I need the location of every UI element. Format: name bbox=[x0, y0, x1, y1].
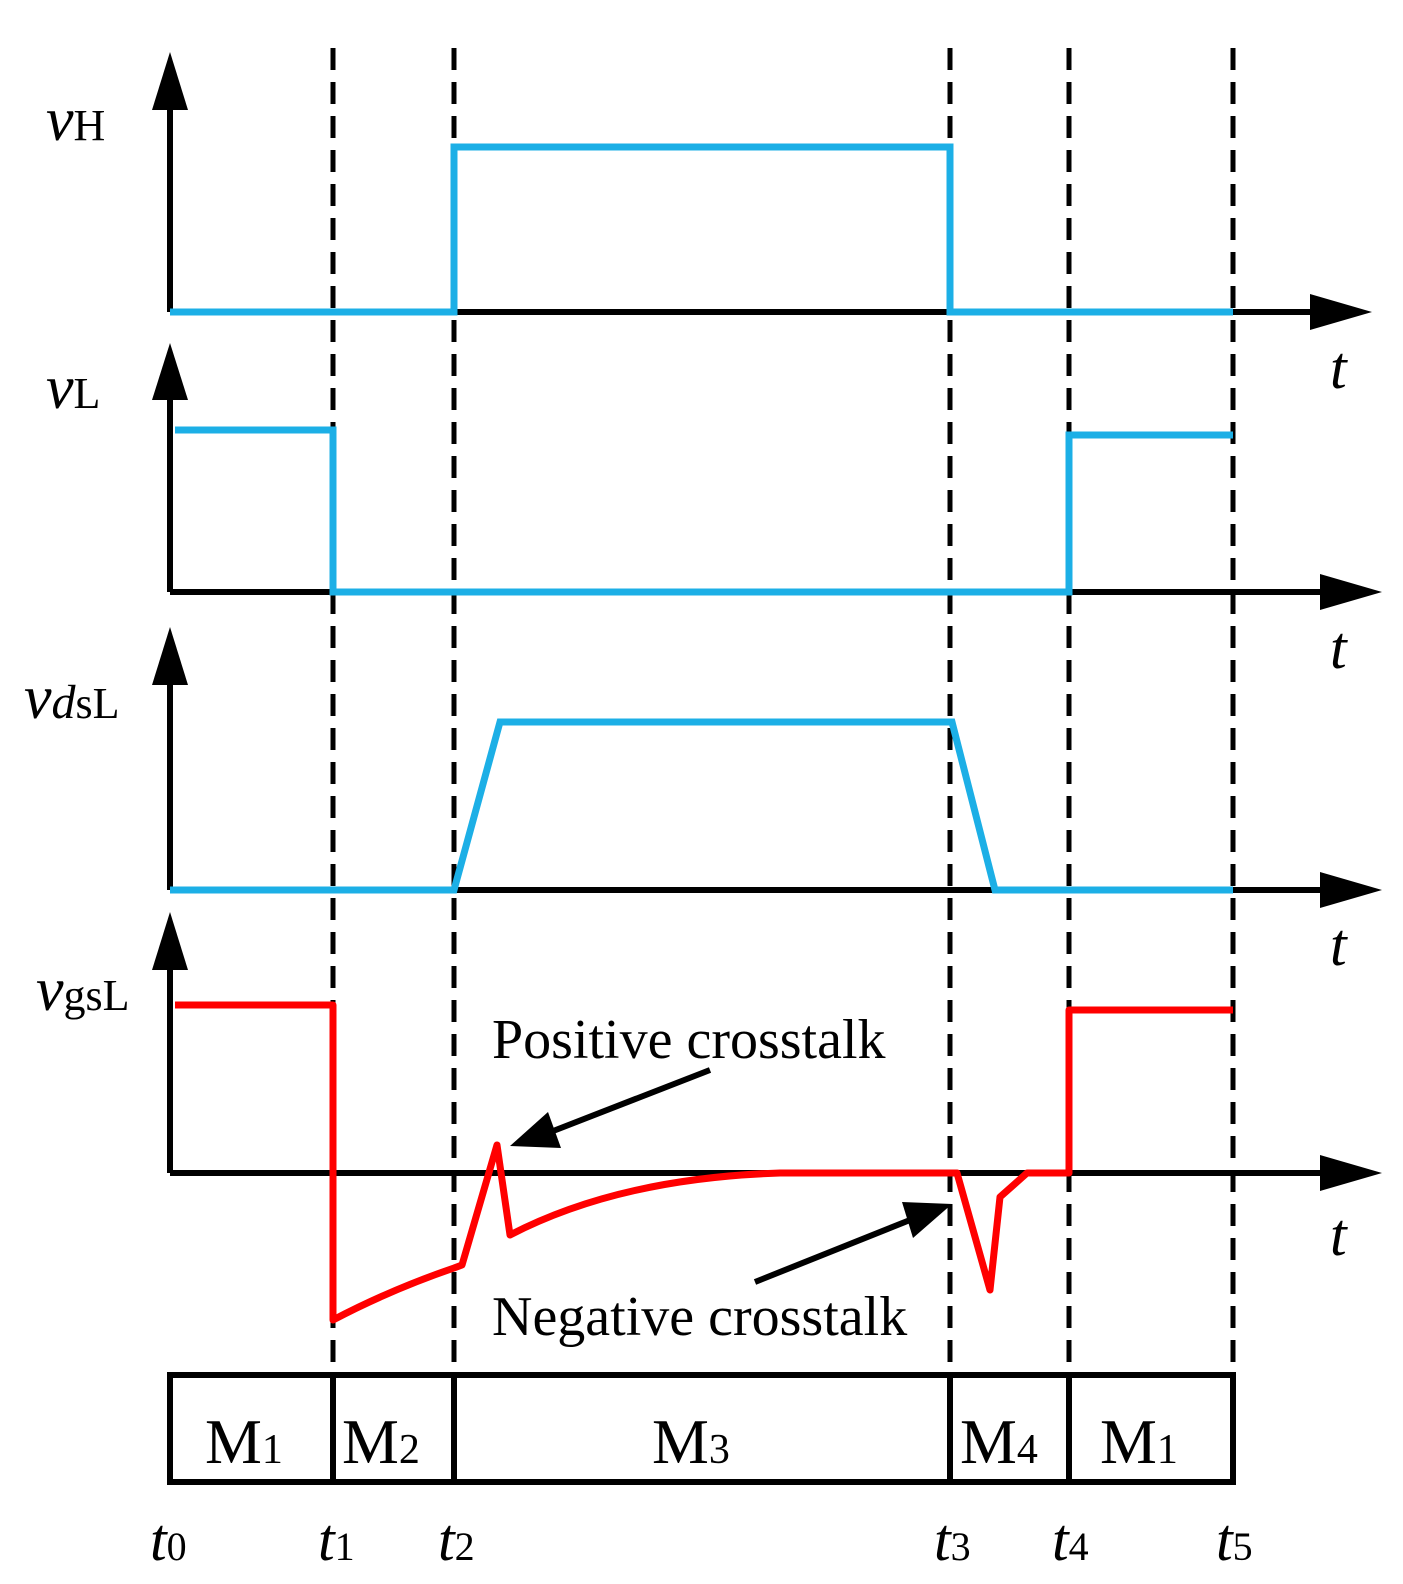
time-label-t0: t0 bbox=[150, 1507, 187, 1573]
y-arrow-vL bbox=[152, 343, 188, 400]
time-labels: t0 t1 t2 t3 t4 t5 bbox=[150, 1507, 1253, 1573]
annotation-negative-crosstalk: Negative crosstalk bbox=[492, 1286, 907, 1348]
y-arrow-vgsL bbox=[152, 912, 188, 970]
time-label-t5: t5 bbox=[1216, 1507, 1253, 1573]
mode-label-m1-b: M1 bbox=[1100, 1406, 1178, 1477]
waveform-vgsL bbox=[175, 1001, 1233, 1324]
arrow-positive-head bbox=[510, 1112, 561, 1148]
axis-label-vdsL: t bbox=[1330, 912, 1348, 978]
y-arrow-vdsL bbox=[152, 627, 188, 685]
panel-vH: vH t bbox=[46, 52, 1372, 401]
x-arrow-vdsL bbox=[1320, 872, 1382, 908]
arrow-negative-line bbox=[753, 1215, 917, 1285]
waveform-vH bbox=[170, 143, 1233, 316]
label-vL: vL bbox=[46, 354, 100, 422]
panel-vL: vL t bbox=[46, 343, 1382, 681]
time-label-t1: t1 bbox=[318, 1507, 355, 1573]
y-arrow-vH bbox=[152, 52, 188, 110]
axis-label-vL: t bbox=[1330, 615, 1348, 681]
mode-label-m3: M3 bbox=[652, 1406, 730, 1477]
mode-strip: M1 M2 M3 M4 M1 bbox=[167, 1372, 1236, 1485]
panel-vdsL: vdsL t bbox=[24, 627, 1382, 978]
mode-strip-border bbox=[167, 1372, 1236, 1485]
arrow-negative-head bbox=[902, 1202, 952, 1238]
time-label-t4: t4 bbox=[1052, 1507, 1089, 1573]
axis-label-vgsL: t bbox=[1330, 1202, 1348, 1268]
mode-label-m1-a: M1 bbox=[205, 1406, 283, 1477]
mode-label-m4: M4 bbox=[960, 1406, 1038, 1477]
x-arrow-vgsL bbox=[1320, 1155, 1382, 1191]
arrow-positive-line bbox=[546, 1067, 712, 1136]
label-vdsL: vdsL bbox=[24, 664, 120, 732]
waveform-vL bbox=[175, 426, 1233, 596]
panel-vgsL: vgsL t Positive crosstalk Negative cross… bbox=[36, 912, 1382, 1348]
time-label-t2: t2 bbox=[438, 1507, 475, 1573]
x-arrow-vH bbox=[1310, 294, 1372, 330]
label-vgsL: vgsL bbox=[36, 956, 130, 1024]
annotation-positive-crosstalk: Positive crosstalk bbox=[492, 1009, 886, 1071]
waveform-vdsL bbox=[170, 718, 1233, 894]
mode-label-m2: M2 bbox=[342, 1406, 420, 1477]
x-arrow-vL bbox=[1320, 574, 1382, 610]
label-vH: vH bbox=[46, 86, 105, 154]
axis-label-vH: t bbox=[1330, 335, 1348, 401]
time-label-t3: t3 bbox=[934, 1507, 971, 1573]
